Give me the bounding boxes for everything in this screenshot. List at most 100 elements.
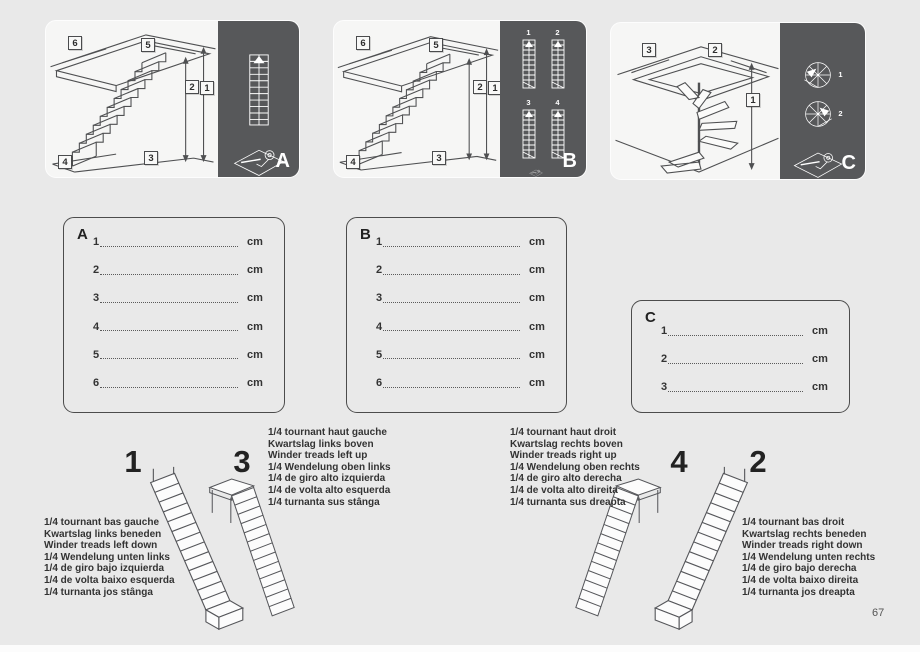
plan-icon-number: 4	[555, 98, 560, 107]
unit-label: cm	[247, 236, 263, 249]
fill-in-line	[100, 273, 238, 275]
form-a-letter: A	[77, 226, 88, 243]
row-number: 3	[93, 292, 100, 305]
dimension-callout-4: 4	[58, 155, 72, 169]
plan-icon-number: 3	[526, 98, 531, 107]
dimension-callout-2: 2	[473, 80, 487, 94]
label-line: 1/4 de giro alto derecha	[510, 473, 622, 485]
measure-row: 3 cm	[661, 373, 836, 401]
unit-label: cm	[529, 348, 545, 361]
unit-label: cm	[529, 264, 545, 277]
label-line: 1/4 tournant bas gauche	[44, 517, 160, 528]
label-line: 1/4 tournant haut droit	[510, 427, 617, 438]
card-a-sidebar: A	[218, 21, 299, 177]
stair-plan-variant-icon	[522, 39, 535, 89]
fill-in-line	[668, 362, 803, 364]
diagram-card-b: 6 5 2 1 4 3 1 2 3 4 B	[333, 20, 587, 178]
dimension-callout-3: 3	[642, 43, 656, 57]
stair-type-number-2: 2	[749, 444, 767, 479]
dimension-callout-3: 3	[432, 151, 446, 165]
label-line: 1/4 de volta baixo direita	[742, 574, 859, 586]
unit-label: cm	[247, 292, 263, 305]
unit-label: cm	[529, 377, 545, 390]
stair-type-2-labels: 1/4 tournant bas droit Kwartslag rechts …	[742, 517, 920, 598]
label-line: 1/4 Wendelung oben rechts	[510, 461, 640, 473]
fill-in-line	[383, 330, 520, 332]
dimension-callout-1: 1	[746, 93, 760, 107]
page-edge-strip	[0, 645, 920, 652]
label-line: 1/4 de volta alto direita	[510, 484, 618, 496]
label-line: 1/4 de volta baixo esquerda	[44, 574, 175, 586]
row-number: 2	[93, 264, 100, 277]
label-line: 1/4 Wendelung unten links	[44, 551, 170, 563]
plan-icon-number: 2	[838, 108, 843, 118]
form-b-letter: B	[360, 226, 371, 243]
label-line: Kwartslag rechts boven	[510, 438, 623, 450]
label-line: Winder treads left up	[268, 450, 368, 462]
unit-label: cm	[247, 377, 263, 390]
row-number: 1	[93, 236, 100, 249]
unit-label: cm	[812, 353, 828, 366]
row-number: 4	[376, 320, 383, 333]
row-number: 3	[661, 381, 668, 394]
label-line: Winder treads right down	[742, 540, 863, 552]
label-line: 1/4 Wendelung unten rechts	[742, 551, 876, 563]
measure-row: 1 cm	[93, 228, 271, 256]
form-c-letter: C	[645, 309, 656, 326]
dimension-callout-1: 1	[200, 81, 214, 95]
label-line: 1/4 de giro alto izquierda	[268, 473, 386, 485]
stair-plan-variant-icon	[551, 39, 564, 89]
stair-type-3-labels: 1/4 tournant haut gauche Kwartslag links…	[268, 427, 473, 508]
stair-type-1-labels: 1/4 tournant bas gauche Kwartslag links …	[44, 517, 244, 598]
unit-label: cm	[529, 292, 545, 305]
tape-measure-icon	[793, 152, 842, 179]
dimension-callout-3: 3	[144, 151, 158, 165]
unit-label: cm	[247, 348, 263, 361]
unit-label: cm	[812, 381, 828, 394]
dimension-callout-6: 6	[68, 36, 82, 50]
spiral-plan-icon	[805, 101, 833, 127]
fill-in-line	[100, 358, 238, 360]
fill-in-line	[383, 358, 520, 360]
row-number: 4	[93, 320, 100, 333]
row-number: 1	[661, 325, 668, 338]
row-number: 1	[376, 236, 383, 249]
label-line: 1/4 turnanta jos dreapta	[742, 586, 855, 598]
row-number: 3	[376, 292, 383, 305]
dimension-callout-2: 2	[185, 80, 199, 94]
label-line: 1/4 turnanta sus stânga	[268, 496, 380, 508]
page-number: 67	[872, 607, 885, 619]
label-line: Winder treads right up	[510, 450, 617, 462]
fill-in-line	[383, 386, 520, 388]
stair-type-4-labels: 1/4 tournant haut droit Kwartslag rechts…	[510, 427, 715, 508]
fill-in-line	[100, 245, 238, 247]
dimension-callout-2: 2	[708, 43, 722, 57]
diagram-card-a: 6 5 2 1 4 3 A	[45, 20, 300, 178]
stair-type-number-1: 1	[124, 444, 142, 479]
plan-icon-number: 1	[838, 69, 843, 79]
fill-in-line	[100, 386, 238, 388]
measure-row: 1 cm	[661, 317, 836, 345]
stair-type-number-3: 3	[233, 444, 251, 479]
fill-in-line	[668, 390, 803, 392]
measure-row: 3 cm	[376, 284, 553, 312]
label-line: 1/4 de volta alto esquerda	[268, 484, 391, 496]
unit-label: cm	[247, 264, 263, 277]
fill-in-line	[383, 245, 520, 247]
unit-label: cm	[812, 325, 828, 338]
tape-measure-icon	[529, 169, 543, 177]
card-c-sidebar: 1 2 C	[780, 23, 865, 179]
label-line: 1/4 tournant bas droit	[742, 517, 845, 528]
card-a-letter: A	[275, 150, 290, 172]
card-b-letter: B	[562, 150, 577, 172]
